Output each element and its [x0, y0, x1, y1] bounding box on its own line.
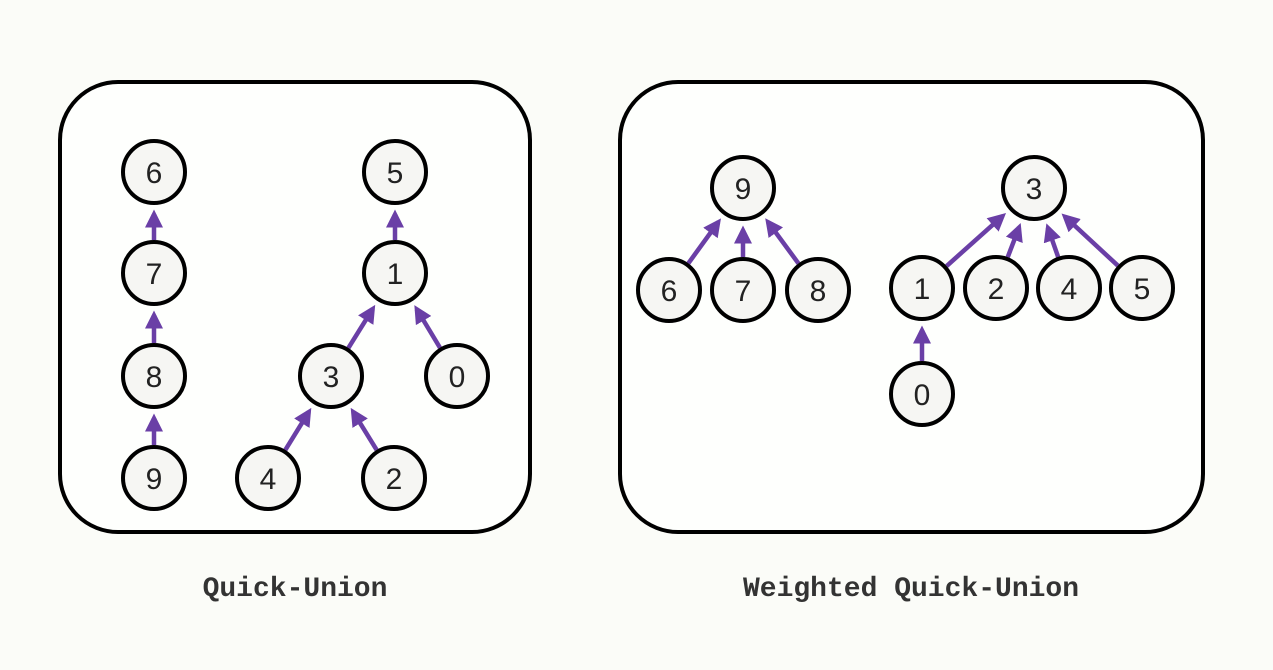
edge-1-to-3: [945, 212, 1007, 268]
node-circle: [636, 257, 702, 323]
node-label: 7: [735, 275, 752, 308]
node-label: 4: [260, 463, 277, 496]
node-9: 9: [710, 155, 776, 221]
node-circle: [710, 155, 776, 221]
weighted-quick-union-caption: Weighted Quick-Union: [742, 574, 1080, 605]
edge-2-to-3: [350, 407, 379, 452]
node-4: 4: [1036, 255, 1102, 321]
node-label: 7: [146, 258, 163, 291]
node-circle: [362, 240, 428, 306]
node-7: 7: [710, 257, 776, 323]
node-6: 6: [121, 139, 187, 205]
node-6: 6: [636, 257, 702, 323]
node-label: 3: [323, 361, 340, 394]
node-circle: [121, 139, 187, 205]
node-1: 1: [362, 240, 428, 306]
edge-4-to-3: [283, 407, 312, 452]
node-label: 5: [1134, 273, 1151, 306]
node-8: 8: [785, 257, 851, 323]
node-0: 0: [424, 343, 490, 409]
node-label: 0: [914, 379, 931, 412]
edge-8-to-9: [765, 218, 801, 265]
node-3: 3: [298, 343, 364, 409]
node-circle: [235, 445, 301, 511]
node-circle: [121, 240, 187, 306]
node-label: 2: [386, 463, 403, 496]
node-label: 3: [1026, 173, 1043, 206]
node-label: 6: [146, 157, 163, 190]
node-circle: [1036, 255, 1102, 321]
node-circle: [889, 361, 955, 427]
node-5: 5: [1109, 255, 1175, 321]
node-2: 2: [361, 445, 427, 511]
edge-5-to-3: [1061, 213, 1120, 268]
edge-3-to-1: [346, 304, 376, 350]
node-label: 9: [146, 463, 163, 496]
edge-6-to-9: [686, 218, 721, 265]
edge-2-to-3: [1005, 223, 1023, 258]
nodes-layer: 6 7 8 9 5 1 3 0 4 2 9 6 7 8 3 1 2 4 5 0: [121, 139, 1175, 511]
node-circle: [889, 255, 955, 321]
node-circle: [1109, 255, 1175, 321]
node-circle: [298, 343, 364, 409]
node-label: 2: [988, 273, 1005, 306]
node-label: 6: [661, 275, 678, 308]
node-circle: [121, 343, 187, 409]
node-4: 4: [235, 445, 301, 511]
node-circle: [121, 445, 187, 511]
node-label: 4: [1061, 273, 1078, 306]
node-label: 1: [914, 273, 931, 306]
node-1: 1: [889, 255, 955, 321]
node-label: 1: [387, 258, 404, 291]
node-5: 5: [362, 139, 428, 205]
node-8: 8: [121, 343, 187, 409]
node-3: 3: [1001, 155, 1067, 221]
node-9: 9: [121, 445, 187, 511]
node-0: 0: [889, 361, 955, 427]
node-circle: [963, 255, 1029, 321]
node-label: 8: [146, 361, 163, 394]
node-circle: [1001, 155, 1067, 221]
edge-4-to-3: [1043, 223, 1061, 258]
node-circle: [710, 257, 776, 323]
node-label: 8: [810, 275, 827, 308]
node-2: 2: [963, 255, 1029, 321]
node-label: 9: [735, 173, 752, 206]
node-circle: [424, 343, 490, 409]
edges-layer: [145, 209, 1120, 452]
node-7: 7: [121, 240, 187, 306]
node-circle: [785, 257, 851, 323]
node-label: 0: [449, 361, 466, 394]
node-circle: [362, 139, 428, 205]
node-circle: [361, 445, 427, 511]
quick-union-caption: Quick-Union: [202, 574, 388, 605]
edge-0-to-1: [414, 305, 442, 349]
node-label: 5: [387, 157, 404, 190]
